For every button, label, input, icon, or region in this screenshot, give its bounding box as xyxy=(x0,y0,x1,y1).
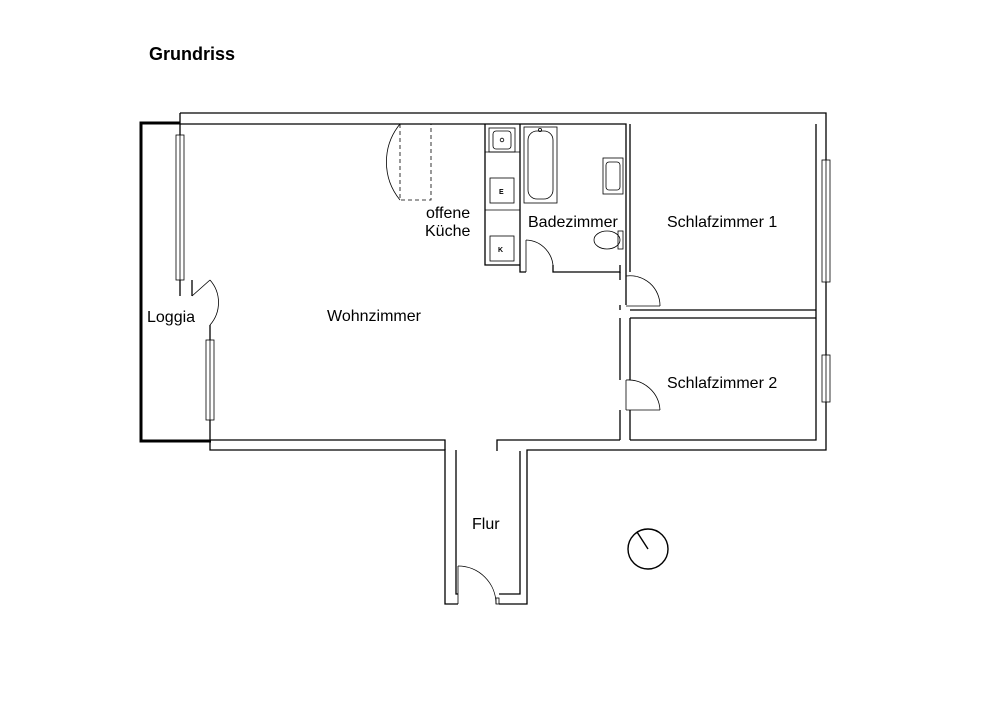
stove-label: E xyxy=(499,189,504,196)
room-label-loggia: Loggia xyxy=(147,309,195,326)
outer-walls xyxy=(179,112,827,605)
room-label-kitchen-line1: offene xyxy=(426,205,470,222)
windows xyxy=(175,134,831,421)
fridge-label: K xyxy=(498,247,503,254)
loggia-door xyxy=(191,279,219,326)
loggia-balustrade xyxy=(139,121,211,443)
room-label-living: Wohnzimmer xyxy=(327,308,422,325)
bedroom-walls xyxy=(619,124,816,440)
room-label-bath: Badezimmer xyxy=(528,214,618,231)
north-arrow-icon xyxy=(627,528,669,570)
room-label-bedroom-2: Schlafzimmer 2 xyxy=(667,375,777,392)
room-label-hall: Flur xyxy=(472,516,500,533)
page-title: Grundriss xyxy=(149,44,236,64)
kitchen-island xyxy=(386,123,432,201)
bathroom xyxy=(519,123,627,305)
kitchen-unit: E K xyxy=(484,123,521,266)
room-label-bedroom-1: Schlafzimmer 1 xyxy=(667,214,777,231)
entrance-door xyxy=(457,565,500,605)
room-label-kitchen-line2: Küche xyxy=(425,223,470,240)
